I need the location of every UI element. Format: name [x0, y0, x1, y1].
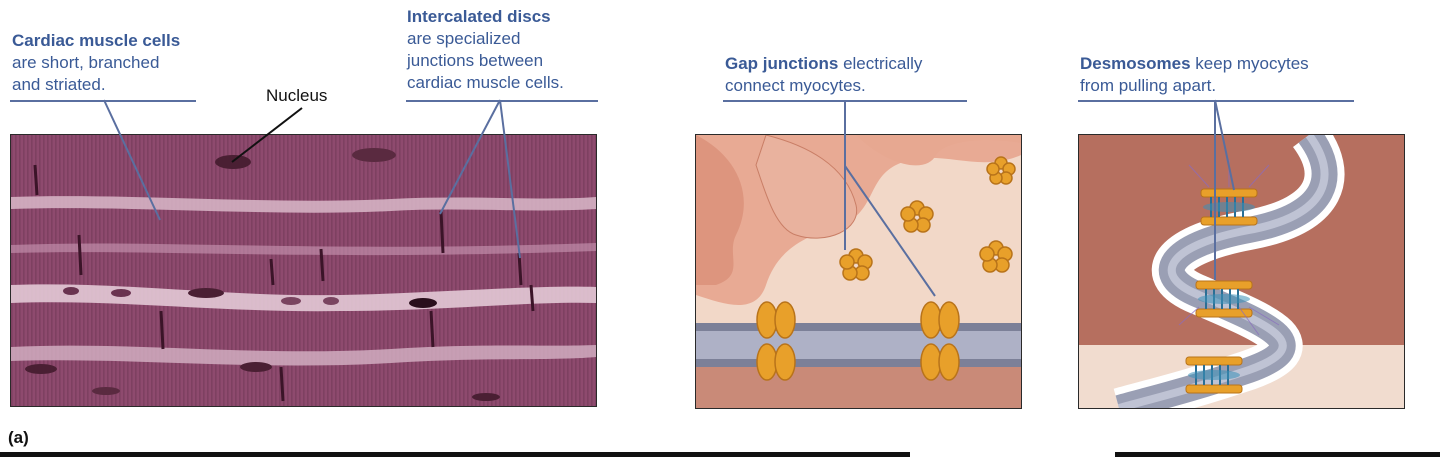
nucleus-label: Nucleus: [266, 86, 327, 106]
intercalated-discs-caption: Intercalated discs are specialized junct…: [407, 6, 564, 94]
micrograph-panel: [10, 134, 597, 407]
gap-junctions-caption: Gap junctions electrically connect myocy…: [725, 53, 922, 97]
micrograph-image: [11, 135, 596, 406]
cardiac-cells-line2: are short, branched: [12, 52, 180, 74]
intercalated-discs-line4: cardiac muscle cells.: [407, 72, 564, 94]
gap-junctions-title: Gap junctions: [725, 54, 838, 73]
desmosomes-caption: Desmosomes keep myocytes from pulling ap…: [1080, 53, 1309, 97]
desmosomes-illustration: [1079, 135, 1404, 408]
part-label: (a): [8, 428, 29, 448]
cardiac-caption-rule: [10, 100, 196, 102]
intercalated-caption-rule: [406, 100, 598, 102]
desmosomes-panel: [1078, 134, 1405, 409]
cardiac-cells-title: Cardiac muscle cells: [12, 31, 180, 50]
footer-rule-left: [0, 452, 910, 457]
gap-junctions-panel: [695, 134, 1022, 409]
gap-caption-rule: [723, 100, 967, 102]
intercalated-discs-title: Intercalated discs: [407, 7, 551, 26]
desmosomes-title: Desmosomes: [1080, 54, 1191, 73]
desmosomes-line1-rest: keep myocytes: [1191, 54, 1309, 73]
cardiac-cells-line3: and striated.: [12, 74, 180, 96]
intercalated-discs-line2: are specialized: [407, 28, 564, 50]
footer-rule-right: [1115, 452, 1440, 457]
cardiac-cells-caption: Cardiac muscle cells are short, branched…: [12, 30, 180, 96]
gap-junctions-line2: connect myocytes.: [725, 75, 922, 97]
desmosomes-caption-rule: [1078, 100, 1354, 102]
gap-junctions-line1-rest: electrically: [838, 54, 922, 73]
intercalated-discs-line3: junctions between: [407, 50, 564, 72]
desmosomes-line2: from pulling apart.: [1080, 75, 1309, 97]
gap-junctions-illustration: [696, 135, 1021, 408]
